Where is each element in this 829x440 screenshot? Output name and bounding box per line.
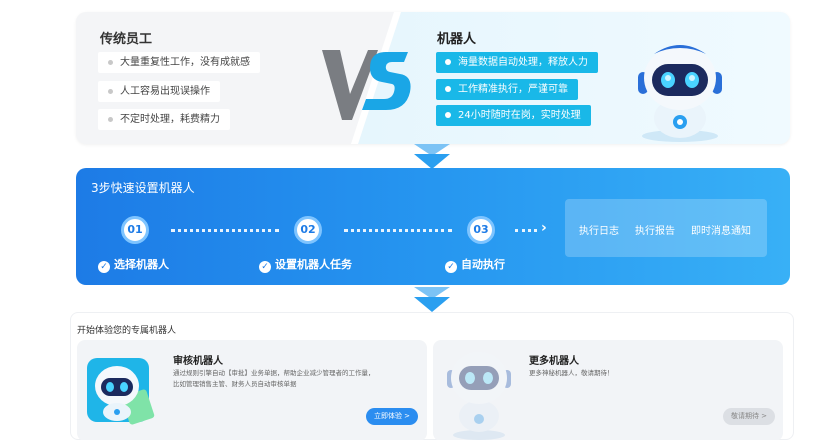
- step-label-3: ✓ 自动执行: [445, 256, 505, 273]
- setup-steps-panel: 3步快速设置机器人 01 02 03 › ✓ 选择机器人 ✓ 设置机器人任务 ✓ 自动…: [76, 168, 790, 285]
- traditional-item-3: 不定时处理，耗费精力: [98, 109, 230, 130]
- check-circle-icon: ✓: [98, 261, 110, 273]
- result-execution-report: 执行报告: [635, 226, 675, 237]
- results-box: 执行日志 执行报告 即时消息通知: [565, 199, 767, 257]
- step-label-1: ✓ 选择机器人: [98, 256, 169, 273]
- start-section: 开始体验您的专属机器人 审核机器人 通过规则引擎自动【审批】业务单据，帮助企业减…: [70, 312, 794, 440]
- step-label-2-text: 设置机器人任务: [275, 258, 352, 271]
- robot-item-1: 海量数据自动处理，释放人力: [436, 52, 598, 73]
- check-circle-icon: ✓: [259, 261, 271, 273]
- step-number-2: 02: [294, 216, 322, 244]
- robot-title: 机器人: [437, 32, 477, 47]
- step-label-2: ✓ 设置机器人任务: [259, 256, 352, 273]
- traditional-staff-title: 传统员工: [100, 32, 153, 47]
- robot-item-2: 工作精准执行，严谨可靠: [436, 79, 578, 100]
- coming-soon-button[interactable]: 敬请期待 >: [723, 408, 775, 425]
- result-instant-notification: 即时消息通知: [691, 226, 751, 237]
- step-label-3-text: 自动执行: [461, 258, 505, 271]
- down-arrow-icon: [414, 287, 450, 312]
- audit-robot-image: [87, 358, 155, 425]
- audit-robot-title: 审核机器人: [173, 356, 223, 367]
- robot-mascot-image: [638, 45, 722, 142]
- step-number-3: 03: [467, 216, 495, 244]
- more-robots-card[interactable]: 更多机器人 更多神秘机器人，敬请期待！ 敬请期待 >: [433, 340, 783, 440]
- start-section-title: 开始体验您的专属机器人: [77, 326, 177, 336]
- vs-emblem: [322, 50, 411, 120]
- robot-item-3: 24小时随时在岗，实时处理: [436, 105, 591, 126]
- try-now-button[interactable]: 立即体验 >: [366, 408, 418, 425]
- step-connector-3: [515, 229, 537, 232]
- check-circle-icon: ✓: [445, 261, 457, 273]
- down-arrow-icon: [414, 144, 450, 169]
- chevron-right-icon: ›: [541, 220, 547, 236]
- audit-robot-card[interactable]: 审核机器人 通过规则引擎自动【审批】业务单据，帮助企业减少管理者的工作量， 比如…: [77, 340, 427, 440]
- traditional-item-2: 人工容易出现误操作: [98, 81, 220, 102]
- more-robots-title: 更多机器人: [529, 356, 579, 367]
- audit-robot-desc-line-1: 通过规则引擎自动【审批】业务单据，帮助企业减少管理者的工作量，: [173, 369, 375, 377]
- comparison-panel: 传统员工 大量重复性工作，没有成就感 人工容易出现误操作 不定时处理，耗费精力 …: [76, 12, 790, 144]
- more-robots-image: [447, 352, 511, 440]
- result-execution-log: 执行日志: [579, 226, 619, 237]
- traditional-item-1: 大量重复性工作，没有成就感: [98, 52, 260, 73]
- steps-title: 3步快速设置机器人: [91, 181, 195, 195]
- step-connector-1: [171, 229, 279, 232]
- step-number-1: 01: [121, 216, 149, 244]
- audit-robot-desc-line-2: 比如管理销售主管、财务人员自动审核单据: [173, 380, 297, 388]
- step-label-1-text: 选择机器人: [114, 258, 169, 271]
- step-connector-2: [344, 229, 452, 232]
- more-robots-desc: 更多神秘机器人，敬请期待！: [529, 369, 614, 377]
